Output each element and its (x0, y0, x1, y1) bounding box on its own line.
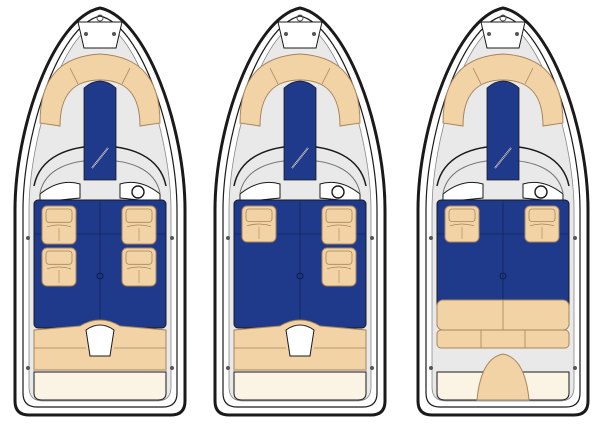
cleat-icon (170, 236, 174, 240)
cleat-icon (26, 236, 30, 240)
helm-seat (524, 205, 560, 243)
steering-wheel-icon (331, 185, 345, 199)
cleat-icon (370, 366, 374, 370)
companion-seat (241, 205, 277, 243)
cleat-icon (573, 366, 577, 370)
cleat-icon (573, 236, 577, 240)
floor-hatch-icon (499, 272, 507, 280)
hardware-dot (487, 32, 491, 36)
helm-console (522, 181, 564, 203)
companion-seat-stitch (449, 223, 475, 227)
anchor-locker (277, 21, 323, 49)
companion-seat-backrest (245, 208, 273, 223)
helm-seat-front (321, 205, 357, 245)
cleat-icon (26, 366, 30, 370)
companion-seat-stitch (246, 223, 272, 227)
floor-hatch-icon (96, 272, 104, 280)
bow-cleat (499, 14, 507, 22)
steering-wheel-icon (534, 185, 548, 199)
cleat-icon (226, 366, 230, 370)
bow-cushion-seam (321, 67, 331, 85)
cleat-icon (170, 366, 174, 370)
helm-seat-stitch (529, 223, 555, 227)
companion-seat (444, 205, 480, 243)
cleat-icon (429, 366, 433, 370)
hardware-dot (84, 32, 88, 36)
bow-walkway-carpet (486, 80, 520, 181)
helm-seat-rear-stitch (326, 266, 352, 270)
helm-console (319, 181, 361, 203)
bow-walkway-carpet (83, 80, 117, 181)
bow-cushion-seam (69, 67, 79, 85)
helm-seat-rear-stitch (126, 266, 152, 270)
bow-cushion-seam (472, 67, 482, 85)
aft-bench-seat (436, 329, 570, 349)
helm-seat-rear-backrest (125, 250, 153, 265)
companion-seat-front (41, 205, 77, 245)
bow-cushion-seam (121, 67, 131, 85)
port-console (39, 181, 81, 203)
hardware-dot (312, 32, 316, 36)
transom-walkthrough (85, 324, 115, 357)
hardware-dot (112, 32, 116, 36)
swim-platform (33, 371, 167, 401)
helm-seat-front-backrest (325, 208, 353, 223)
helm-seat-front (121, 205, 157, 245)
bow-walkway-carpet (283, 80, 317, 181)
engine-hatch-pad (476, 353, 530, 401)
companion-seat-backrest (448, 208, 476, 223)
helm-seat-rear (321, 247, 357, 287)
helm-seat-rear (121, 247, 157, 287)
floor-hatch-icon (296, 272, 304, 280)
port-console (239, 181, 281, 203)
bow-cleat (96, 14, 104, 22)
companion-seat-rear-backrest (45, 250, 73, 265)
companion-seat-rear (41, 247, 77, 287)
helm-seat-rear-backrest (325, 250, 353, 265)
companion-seat-front-stitch (46, 224, 72, 228)
steering-wheel-icon (131, 185, 145, 199)
helm-console (119, 181, 161, 203)
cleat-icon (429, 236, 433, 240)
boat-layout-b (213, 6, 387, 417)
companion-seat-rear-stitch (46, 266, 72, 270)
cleat-icon (370, 236, 374, 240)
anchor-locker (480, 21, 526, 49)
transom-walkthrough (285, 324, 315, 357)
helm-seat-front-backrest (125, 208, 153, 223)
walkthrough-door-edge (291, 147, 309, 169)
boat-layout-a (13, 6, 187, 417)
anchor-locker (77, 21, 123, 49)
bow-cushion (39, 53, 161, 127)
hardware-dot (284, 32, 288, 36)
hardware-dot (515, 32, 519, 36)
walkthrough-door-edge (494, 147, 512, 169)
cleat-icon (226, 236, 230, 240)
companion-seat-front-backrest (45, 208, 73, 223)
port-console (442, 181, 484, 203)
helm-seat-front-stitch (326, 224, 352, 228)
bow-cushion-seam (269, 67, 279, 85)
swim-platform (233, 371, 367, 401)
bow-cleat (296, 14, 304, 22)
bow-cushion (442, 53, 564, 127)
bow-cushion (239, 53, 361, 127)
helm-seat-backrest (528, 208, 556, 223)
bow-cushion-seam (524, 67, 534, 85)
boat-layout-c (416, 6, 590, 417)
helm-seat-front-stitch (126, 224, 152, 228)
walkthrough-door-edge (91, 147, 109, 169)
